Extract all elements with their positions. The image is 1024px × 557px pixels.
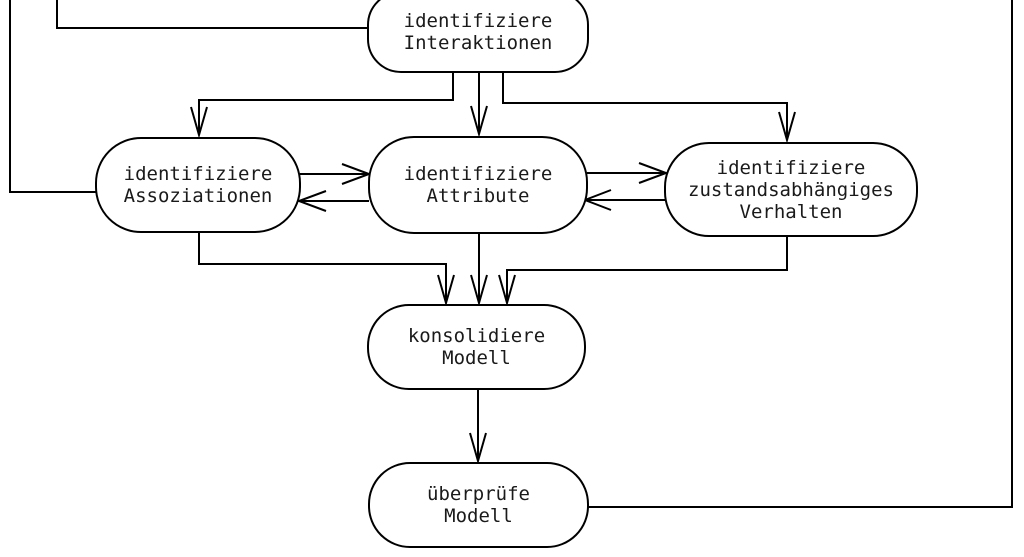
- edge-ueberpruefe-feedback-line: [588, 0, 1013, 508]
- node-label-ueberpruefe: überprüfe Modell: [427, 483, 530, 527]
- edge-interaktionen-to-verhalten-line: [502, 72, 788, 140]
- node-label-interaktionen: identifiziere Interaktionen: [403, 10, 553, 54]
- node-konsolidiere-modell: konsolidiere Modell: [367, 304, 586, 390]
- edge-interaktionen-to-verhalten-arrowhead: [778, 111, 796, 144]
- node-label-attribute: identifiziere Attribute: [403, 163, 553, 207]
- edge-attribute-to-assoziationen-arrowhead: [296, 190, 327, 212]
- node-label-konsolidiere: konsolidiere Modell: [407, 325, 546, 369]
- node-ueberpruefe-modell: überprüfe Modell: [368, 462, 589, 548]
- edge-offscreen-to-assoziationen: [9, 0, 96, 193]
- edge-interaktionen-to-assoziationen-line: [198, 72, 454, 135]
- edge-verhalten-to-konsolidiere-line: [506, 235, 788, 303]
- node-identifiziere-zustandsabhaengiges-verhalten: identifiziere zustandsabhängiges Verhalt…: [664, 142, 918, 237]
- node-label-assoziationen: identifiziere Assoziationen: [123, 163, 273, 207]
- node-identifiziere-assoziationen: identifiziere Assoziationen: [95, 137, 301, 233]
- edge-assoziationen-to-konsolidiere-line: [198, 231, 447, 303]
- edge-verhalten-to-konsolidiere-arrowhead: [498, 274, 516, 307]
- node-identifiziere-interaktionen: identifiziere Interaktionen: [367, 0, 589, 73]
- edge-interaktionen-to-attribute-arrowhead: [470, 105, 488, 138]
- edge-attribute-to-konsolidiere-arrowhead: [470, 274, 488, 307]
- node-label-verhalten: identifiziere zustandsabhängiges Verhalt…: [688, 156, 894, 223]
- edge-assoziationen-to-konsolidiere-arrowhead: [437, 274, 455, 307]
- edge-offscreen-to-interaktionen: [56, 0, 368, 29]
- node-identifiziere-attribute: identifiziere Attribute: [368, 136, 588, 234]
- edge-interaktionen-to-assoziationen-arrowhead: [190, 106, 208, 139]
- edge-konsolidiere-to-ueberpruefe-arrowhead: [469, 432, 487, 465]
